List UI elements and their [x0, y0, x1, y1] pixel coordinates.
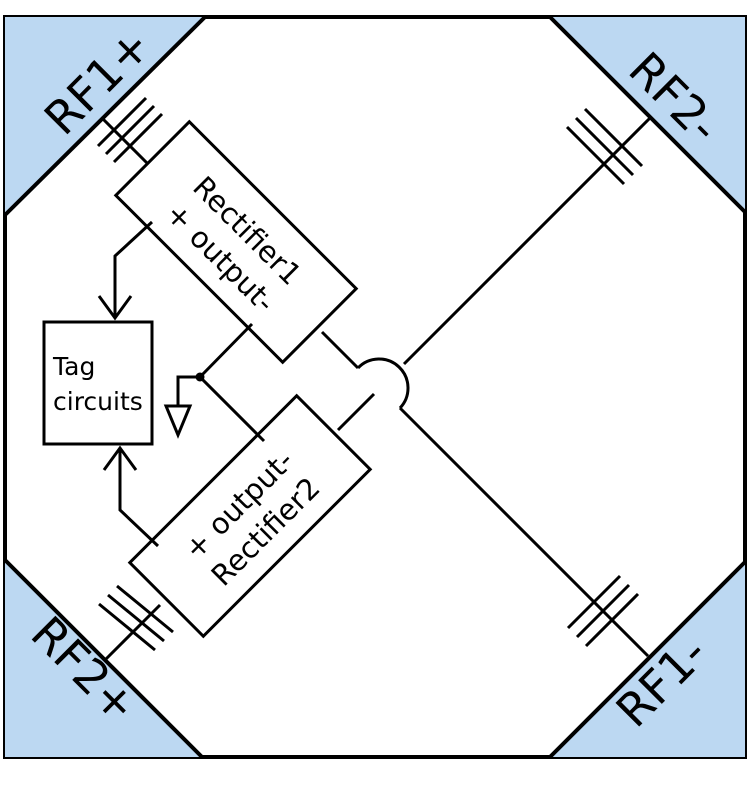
ground-icon — [163, 404, 193, 439]
corner-edge-tr — [548, 15, 747, 214]
wire-rect1-plus-tag — [113, 220, 154, 318]
wire-ground-rect2-minus — [198, 375, 266, 443]
wire-center-rf1minus — [398, 406, 650, 658]
arrow-icon — [97, 295, 133, 321]
wire-rect1-minus-ground — [198, 322, 254, 379]
corner-edge-br — [548, 560, 747, 759]
wire-rf1plus-rect1 — [100, 116, 154, 170]
capacitor-icon — [566, 574, 640, 648]
tag-label-line2: circuits — [53, 387, 143, 416]
capacitor-icon — [98, 584, 174, 652]
arrow-icon — [102, 445, 138, 471]
wire-center-rect2 — [336, 392, 376, 432]
rectifier1-block: Rectifier1 + output- — [113, 119, 359, 365]
capacitor-icon — [96, 96, 164, 164]
tag-label-line1: Tag — [52, 352, 95, 381]
wire-rf2minus-center — [402, 116, 652, 366]
wire-junction-ground — [176, 375, 200, 406]
corner-edge-tl — [3, 15, 207, 217]
tag-circuits-block: Tag circuits — [42, 320, 154, 446]
corner-edge-bl — [3, 558, 204, 759]
wire-rect1-out-center — [320, 330, 360, 370]
wire-rect2-plus-tag — [118, 448, 160, 548]
capacitor-icon — [565, 107, 644, 186]
crossover-hop-icon — [356, 357, 410, 410]
